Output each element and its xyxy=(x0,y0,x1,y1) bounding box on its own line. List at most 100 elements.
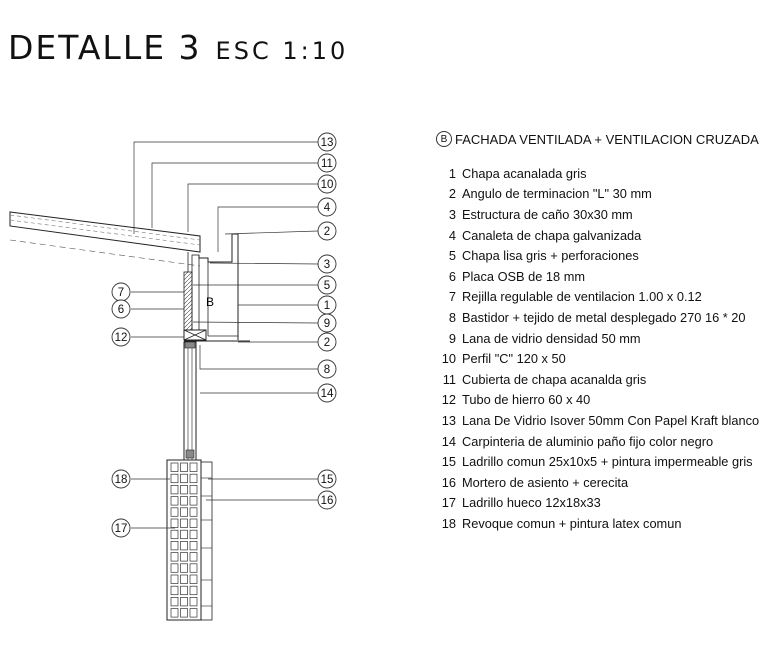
brick-cell xyxy=(189,485,198,495)
legend-item: 7 Rejilla regulable de ventilacion 1.00 x… xyxy=(436,287,772,308)
legend-item: 15 Ladrillo comun 25x10x5 + pintura imper… xyxy=(436,451,772,472)
brick-cell xyxy=(189,585,198,596)
window-frame xyxy=(183,341,197,461)
brick-cell xyxy=(170,541,179,551)
legend-item-text: Bastidor + tejido de metal desplegado 27… xyxy=(462,309,746,325)
legend-item-text: Revoque comun + pintura latex comun xyxy=(462,515,682,531)
legend-item-text: Canaleta de chapa galvanizada xyxy=(462,227,642,243)
brick-cell xyxy=(170,563,179,573)
legend-item: 18 Revoque comun + pintura latex comun xyxy=(436,513,772,534)
svg-text:4: 4 xyxy=(324,202,331,214)
legend-item-number: 9 xyxy=(448,330,456,346)
legend-item-text: Rejilla regulable de ventilacion 1.00 x … xyxy=(462,289,702,305)
scale-text: ESC 1:10 xyxy=(215,37,349,65)
gutter xyxy=(198,233,239,340)
brick-cell xyxy=(180,552,188,562)
legend-item: 6 Placa OSB de 18 mm xyxy=(436,266,772,287)
legend-item-number: 6 xyxy=(448,268,456,284)
callout-10: 10 xyxy=(317,174,337,194)
legend-item-number: 17 xyxy=(441,495,456,511)
svg-text:12: 12 xyxy=(115,332,128,344)
svg-text:8: 8 xyxy=(324,364,330,376)
brick-wall xyxy=(166,459,213,621)
svg-text:13: 13 xyxy=(321,137,334,149)
brick-cell xyxy=(170,473,179,484)
svg-text:10: 10 xyxy=(321,179,334,191)
brick-cell xyxy=(189,507,198,517)
callout-13: 13 xyxy=(317,132,337,152)
callout-18: 18 xyxy=(111,469,131,489)
legend-item-text: Angulo de terminacion "L" 30 mm xyxy=(462,186,652,202)
legend-item: 9 Lana de vidrio densidad 50 mm xyxy=(436,328,772,349)
brick-cell xyxy=(180,485,188,495)
legend-item-number: 11 xyxy=(442,371,456,387)
callout-5: 5 xyxy=(317,275,337,295)
legend-item-text: Placa OSB de 18 mm xyxy=(462,268,586,284)
callout-2-bottom: 2 xyxy=(317,332,337,352)
legend-item-number: 16 xyxy=(441,474,456,490)
legend-item-text: Perfil "C" 120 x 50 xyxy=(462,351,566,367)
legend-badge: B xyxy=(436,131,452,147)
legend-item-number: 14 xyxy=(441,433,456,449)
legend-item: 8 Bastidor + tejido de metal desplegado 2… xyxy=(436,307,772,328)
legend-item-text: Ladrillo comun 25x10x5 + pintura imperme… xyxy=(462,454,753,470)
legend-item-number: 7 xyxy=(448,289,456,305)
callout-9: 9 xyxy=(317,313,337,333)
legend-item-number: 4 xyxy=(448,227,456,243)
brick-cell xyxy=(189,462,198,472)
callout-11: 11 xyxy=(317,153,337,173)
legend-header: B FACHADA VENTILADA + VENTILACION CRUZAD… xyxy=(436,131,772,147)
svg-text:3: 3 xyxy=(324,259,330,271)
legend-item-number: 8 xyxy=(448,309,456,325)
brick-cell xyxy=(180,518,188,528)
brick-cell xyxy=(189,597,198,607)
brick-cell xyxy=(180,574,188,584)
legend-item-text: Lana De Vidrio Isover 50mm Con Papel Kra… xyxy=(462,412,760,428)
upper-wall xyxy=(183,252,200,334)
callout-16: 16 xyxy=(317,490,337,510)
brick-cell xyxy=(189,473,198,484)
legend-heading: FACHADA VENTILADA + VENTILACION CRUZADA xyxy=(455,131,759,147)
svg-text:2: 2 xyxy=(324,226,330,238)
brick-cell xyxy=(180,496,188,506)
legend-item-number: 15 xyxy=(441,454,456,470)
callout-2-top: 2 xyxy=(317,221,337,241)
brick-cell xyxy=(180,541,188,551)
callout-6: 6 xyxy=(111,299,131,319)
svg-text:9: 9 xyxy=(324,318,330,330)
brick-cell xyxy=(170,507,179,517)
roof-underside-line xyxy=(9,239,201,267)
brick-cell xyxy=(180,529,188,540)
callout-8: 8 xyxy=(317,359,337,379)
svg-text:11: 11 xyxy=(321,158,333,170)
legend-item-number: 18 xyxy=(441,515,456,531)
callout-12: 12 xyxy=(111,327,131,347)
brick-cell xyxy=(170,597,179,607)
callout-4: 4 xyxy=(317,197,337,217)
brick-cell xyxy=(170,496,179,506)
svg-text:17: 17 xyxy=(115,523,128,535)
legend-item-number: 13 xyxy=(441,412,456,428)
brick-cell xyxy=(189,518,198,528)
brick-cell xyxy=(180,563,188,573)
brick-cell xyxy=(170,574,179,584)
legend-item-number: 2 xyxy=(448,186,456,202)
legend-item: 4 Canaleta de chapa galvanizada xyxy=(436,225,772,246)
legend-item-text: Lana de vidrio densidad 50 mm xyxy=(462,330,641,346)
brick-cell xyxy=(180,473,188,484)
svg-text:14: 14 xyxy=(321,388,334,400)
svg-text:2: 2 xyxy=(324,337,330,349)
brick-cell xyxy=(170,529,179,540)
brick-cell xyxy=(180,585,188,596)
brick-cell xyxy=(170,608,179,618)
legend-item-text: Ladrillo hueco 12x18x33 xyxy=(462,495,601,511)
legend-item-text: Tubo de hierro 60 x 40 xyxy=(462,392,591,408)
brick-cell xyxy=(189,496,198,506)
